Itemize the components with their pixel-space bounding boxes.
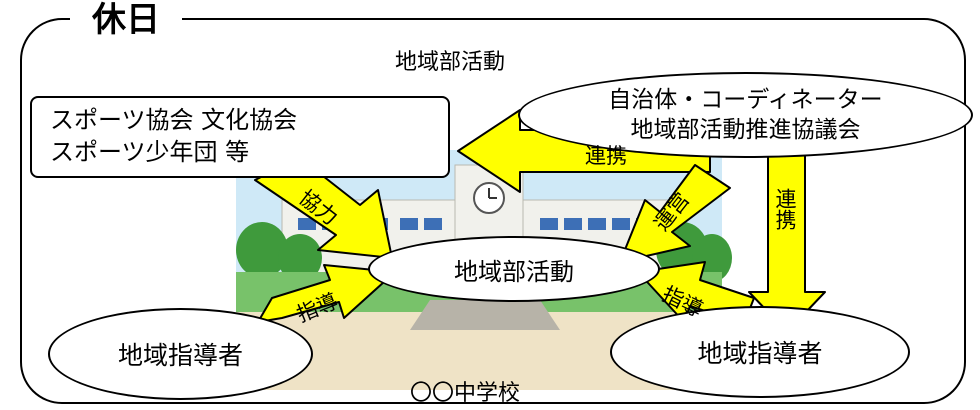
renkei-right-arrow xyxy=(748,149,826,333)
council-oval: 自治体・コーディネーター 地域部活動推進協議会 xyxy=(518,72,973,158)
renkei-left-text: 連携 xyxy=(585,144,627,168)
association-line-2: スポーツ少年団 等 xyxy=(50,138,250,166)
center-label: 地域部活動 xyxy=(454,257,574,286)
council-line-1: 自治体・コーディネーター xyxy=(608,87,883,113)
unei-arrow xyxy=(619,164,731,263)
coach-left-label: 地域指導者 xyxy=(117,341,243,370)
council-line-2: 地域部活動推進協議会 xyxy=(630,117,861,143)
coach-right-label: 地域指導者 xyxy=(697,339,823,368)
center-oval: 地域部活動 xyxy=(368,236,660,302)
association-box: スポーツ協会 文化協会 スポーツ少年団 等 xyxy=(30,96,450,178)
top-label: 地域部活動 xyxy=(395,50,506,75)
coach-right-oval: 地域指導者 xyxy=(610,306,910,398)
school-label: 〇〇中学校 xyxy=(410,381,521,406)
renkei-right-text: 連携 xyxy=(773,188,797,230)
weekend-frame xyxy=(20,18,966,404)
coach-left-oval: 地域指導者 xyxy=(48,308,313,400)
association-line-1: スポーツ協会 文化協会 xyxy=(50,106,298,134)
frame-title: 休日 xyxy=(70,2,182,38)
